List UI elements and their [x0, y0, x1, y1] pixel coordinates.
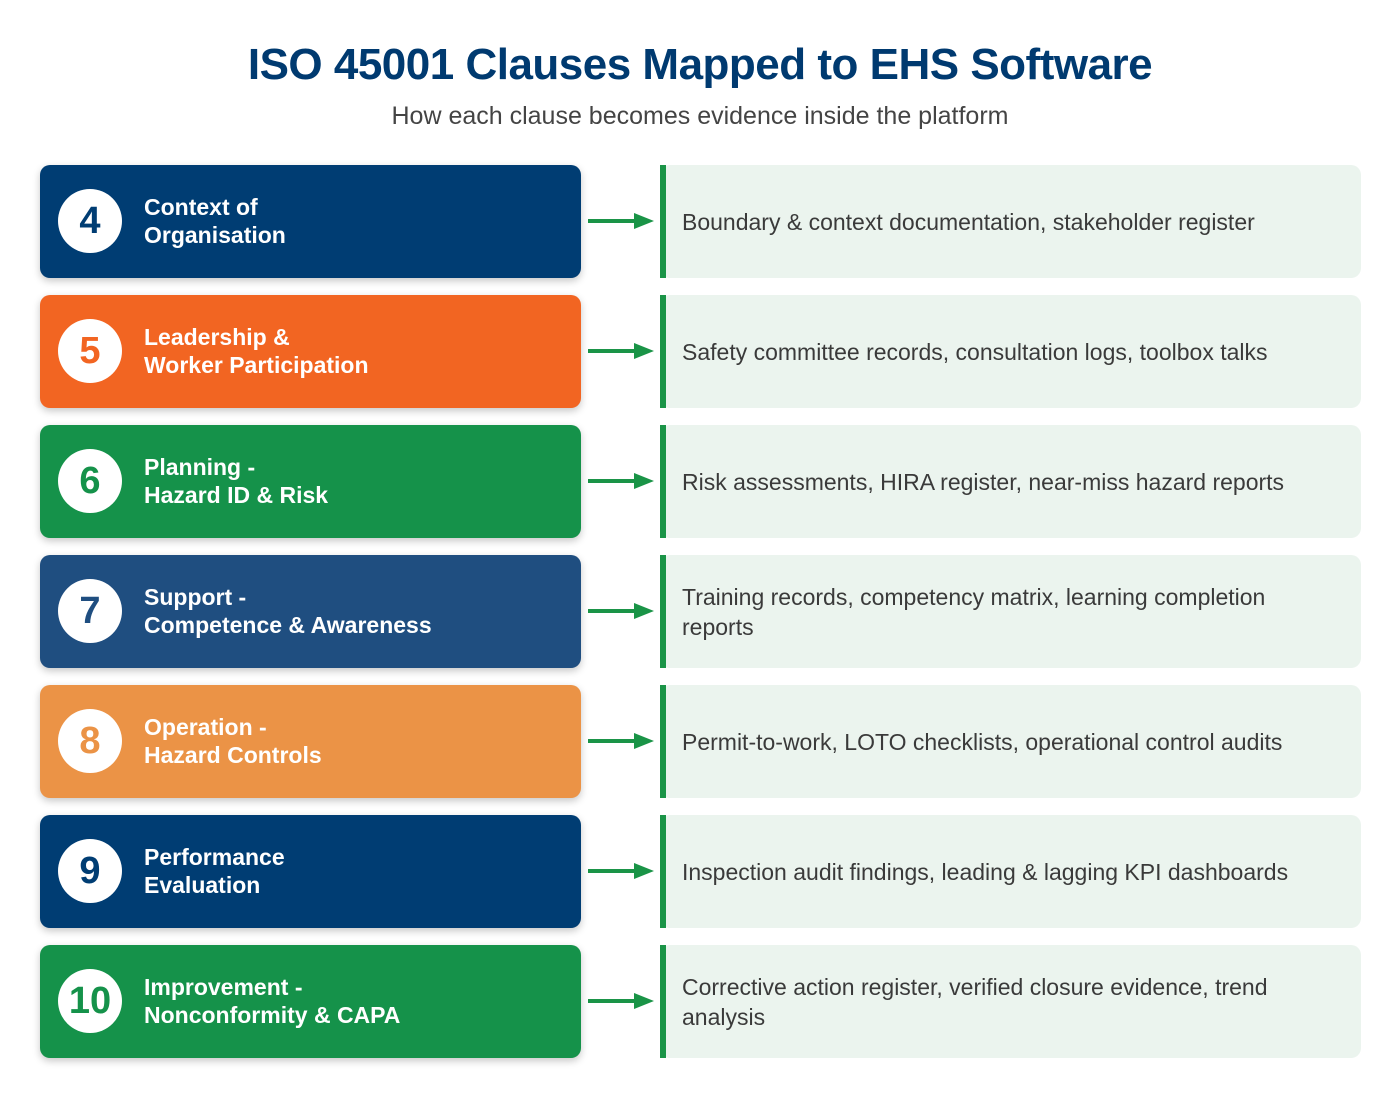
clause-label-line1: Leadership & — [144, 324, 290, 350]
clause-row-7: 7 Support - Competence & Awareness Train… — [40, 555, 1361, 668]
evidence-text: Boundary & context documentation, stakeh… — [682, 208, 1255, 235]
clause-number-badge: 9 — [58, 839, 122, 903]
evidence-card: Permit-to-work, LOTO checklists, operati… — [660, 685, 1361, 798]
clause-row-8: 8 Operation - Hazard Controls Permit-to-… — [40, 685, 1361, 798]
arrow-right-icon — [588, 863, 654, 879]
evidence-card: Boundary & context documentation, stakeh… — [660, 165, 1361, 278]
arrow-right-icon — [588, 473, 654, 489]
clause-card: 5 Leadership & Worker Participation — [40, 295, 581, 408]
evidence-card: Safety committee records, consultation l… — [660, 295, 1361, 408]
clause-label-line1: Planning - — [144, 454, 256, 480]
clause-label-line2: Competence & Awareness — [144, 612, 432, 638]
clause-number-badge: 10 — [58, 969, 122, 1033]
clause-label: Performance Evaluation — [144, 843, 564, 899]
clause-label-line2: Nonconformity & CAPA — [144, 1002, 401, 1028]
evidence-accent-bar — [660, 295, 666, 408]
evidence-text: Training records, competency matrix, lea… — [682, 583, 1266, 640]
evidence-text: Permit-to-work, LOTO checklists, operati… — [682, 728, 1283, 755]
clause-label-line2: Evaluation — [144, 872, 261, 898]
clause-label: Context of Organisation — [144, 193, 564, 249]
evidence-card: Inspection audit findings, leading & lag… — [660, 815, 1361, 928]
clause-label-line2: Worker Participation — [144, 352, 369, 378]
clause-row-6: 6 Planning - Hazard ID & Risk Risk asses… — [40, 425, 1361, 538]
clause-row-10: 10 Improvement - Nonconformity & CAPA Co… — [40, 945, 1361, 1058]
evidence-accent-bar — [660, 945, 666, 1058]
page-subtitle: How each clause becomes evidence inside … — [391, 102, 1009, 130]
evidence-text: Corrective action register, verified clo… — [682, 973, 1268, 1030]
page-title: ISO 45001 Clauses Mapped to EHS Software — [247, 40, 1153, 89]
clause-number-badge: 5 — [58, 319, 122, 383]
evidence-accent-bar — [660, 165, 666, 278]
clause-label-line1: Performance — [144, 844, 285, 870]
clause-label-line1: Support - — [144, 584, 247, 610]
clause-label-line2: Organisation — [144, 222, 286, 248]
clause-number-badge: 7 — [58, 579, 122, 643]
clause-label-line1: Improvement - — [144, 974, 303, 1000]
evidence-accent-bar — [660, 685, 666, 798]
clause-number-badge: 8 — [58, 709, 122, 773]
arrow-right-icon — [588, 213, 654, 229]
arrow-right-icon — [588, 343, 654, 359]
clause-number-badge: 4 — [58, 189, 122, 253]
evidence-card: Corrective action register, verified clo… — [660, 945, 1361, 1058]
clause-label: Improvement - Nonconformity & CAPA — [144, 973, 564, 1029]
arrow-right-icon — [588, 733, 654, 749]
arrow-right-icon — [588, 603, 654, 619]
clause-label-line1: Operation - — [144, 714, 267, 740]
evidence-text: Inspection audit findings, leading & lag… — [682, 858, 1289, 885]
clause-label-line2: Hazard ID & Risk — [144, 482, 329, 508]
clause-number-badge: 6 — [58, 449, 122, 513]
clause-card: 10 Improvement - Nonconformity & CAPA — [40, 945, 581, 1058]
clause-label: Support - Competence & Awareness — [144, 583, 564, 639]
clause-card: 9 Performance Evaluation — [40, 815, 581, 928]
clause-label: Planning - Hazard ID & Risk — [144, 453, 564, 509]
clause-label-line2: Hazard Controls — [144, 742, 322, 768]
clause-card: 6 Planning - Hazard ID & Risk — [40, 425, 581, 538]
clause-label: Leadership & Worker Participation — [144, 323, 564, 379]
clause-card: 4 Context of Organisation — [40, 165, 581, 278]
evidence-card: Risk assessments, HIRA register, near-mi… — [660, 425, 1361, 538]
clause-row-5: 5 Leadership & Worker Participation Safe… — [40, 295, 1361, 408]
evidence-accent-bar — [660, 425, 666, 538]
arrow-right-icon — [588, 993, 654, 1009]
evidence-text: Risk assessments, HIRA register, near-mi… — [682, 468, 1285, 495]
evidence-text: Safety committee records, consultation l… — [682, 338, 1268, 365]
clause-map: 4 Context of Organisation Boundary & con… — [40, 165, 1361, 1075]
clause-row-4: 4 Context of Organisation Boundary & con… — [40, 165, 1361, 278]
evidence-accent-bar — [660, 555, 666, 668]
clause-label: Operation - Hazard Controls — [144, 713, 564, 769]
clause-row-9: 9 Performance Evaluation Inspection audi… — [40, 815, 1361, 928]
evidence-card: Training records, competency matrix, lea… — [660, 555, 1361, 668]
evidence-accent-bar — [660, 815, 666, 928]
clause-card: 8 Operation - Hazard Controls — [40, 685, 581, 798]
clause-card: 7 Support - Competence & Awareness — [40, 555, 581, 668]
clause-label-line1: Context of — [144, 194, 258, 220]
